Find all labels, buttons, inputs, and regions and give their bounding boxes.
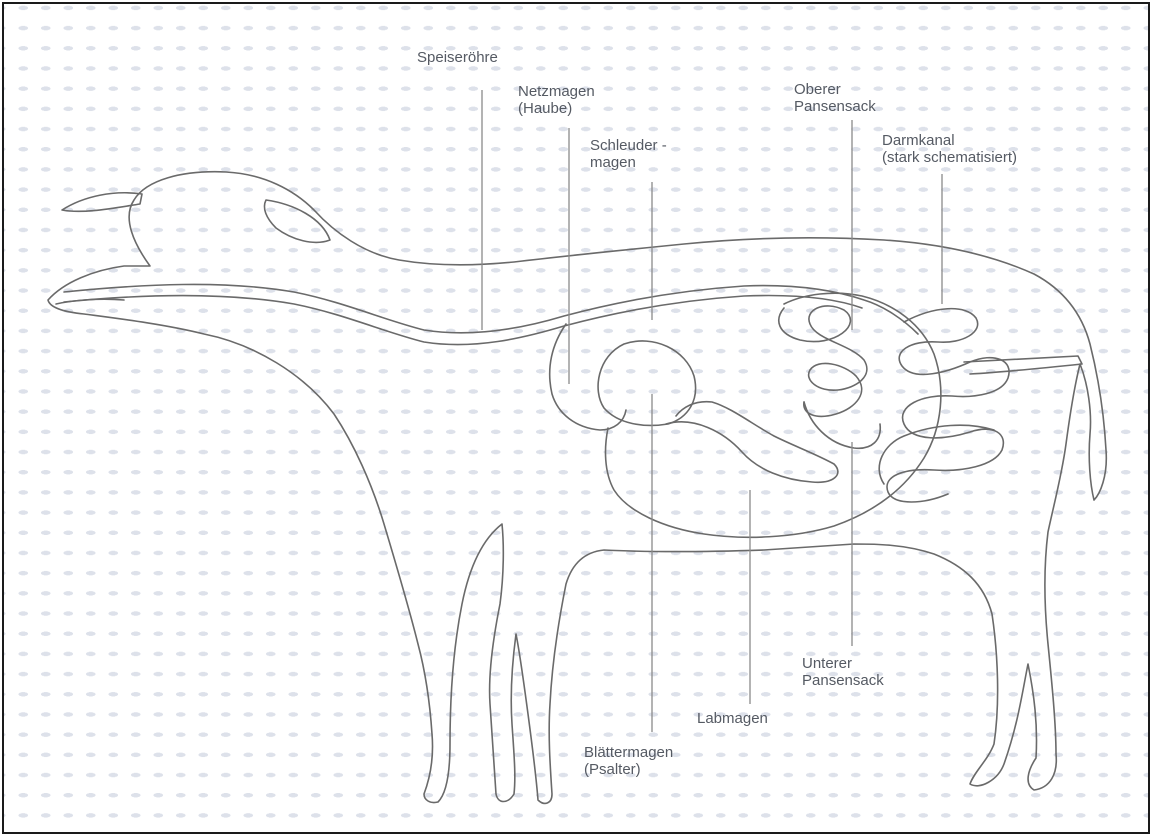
label-oberer-pansensack-line2: Pansensack (794, 98, 876, 115)
darmkanal-link (804, 402, 880, 448)
netzmagen-outline (550, 324, 626, 430)
label-blaettermagen: Blättermagen (Psalter) (584, 744, 673, 778)
esophagus-bottom (64, 296, 862, 345)
label-schleudermagen-line1: Schleuder - (590, 137, 667, 154)
esophagus-top (64, 284, 918, 334)
label-netzmagen-line1: Netzmagen (518, 83, 595, 100)
labmagen-outline (666, 402, 838, 483)
label-oberer-pansensack: Oberer Pansensack (794, 81, 876, 115)
sheep-ear-inner (264, 200, 330, 242)
label-blaettermagen-line2: (Psalter) (584, 761, 673, 778)
label-labmagen: Labmagen (697, 710, 768, 727)
sheep-body-outline (48, 172, 1106, 804)
label-darmkanal-line2: (stark schematisiert) (882, 149, 1017, 166)
label-unterer-pansensack-line1: Unterer (802, 655, 884, 672)
darmkanal-coil-2 (887, 309, 1009, 502)
label-unterer-pansensack-line2: Pansensack (802, 672, 884, 689)
label-speiseroehre: Speiseröhre (417, 49, 498, 66)
label-oberer-pansensack-line1: Oberer (794, 81, 876, 98)
label-schleudermagen: Schleuder - magen (590, 137, 667, 171)
label-unterer-pansensack: Unterer Pansensack (802, 655, 884, 689)
label-netzmagen-line2: (Haube) (518, 100, 595, 117)
blaettermagen-outline (598, 341, 695, 425)
label-netzmagen: Netzmagen (Haube) (518, 83, 595, 117)
sheep-digestive-diagram (4, 4, 1148, 832)
label-darmkanal: Darmkanal (stark schematisiert) (882, 132, 1017, 166)
label-schleudermagen-line2: magen (590, 154, 667, 171)
pansen-outline (606, 293, 941, 537)
label-darmkanal-line1: Darmkanal (882, 132, 1017, 149)
label-blaettermagen-line1: Blättermagen (584, 744, 673, 761)
darmkanal-coil (779, 306, 867, 416)
